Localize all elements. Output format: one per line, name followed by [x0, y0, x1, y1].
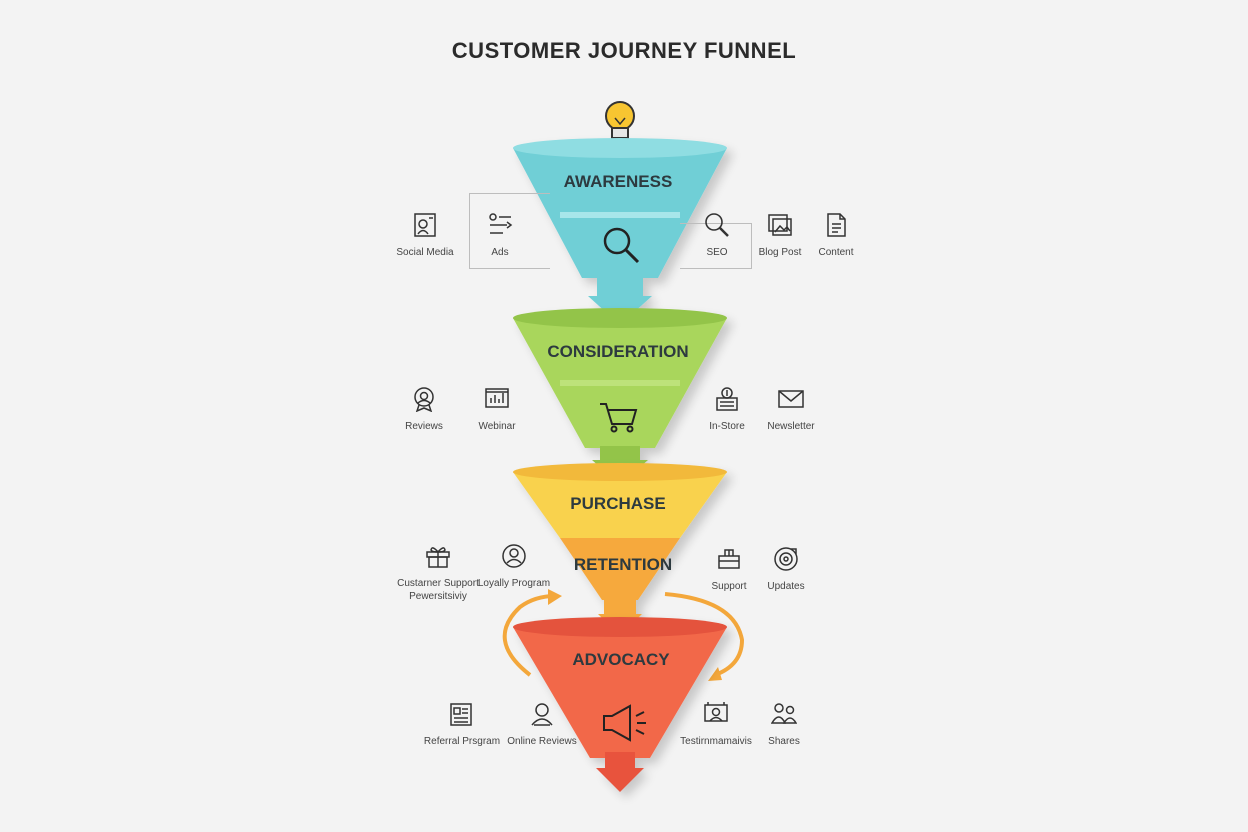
channel-label: Ads [491, 247, 509, 258]
channel-label: Shares [768, 736, 800, 747]
seo-bracket [680, 223, 752, 269]
channel-testimonials: Testirnmamaivis [661, 701, 771, 748]
channel-label: Reviews [405, 421, 443, 432]
channel-ads: Ads [445, 212, 555, 259]
target-icon [774, 547, 798, 571]
stage-advocacy-shape [513, 617, 727, 792]
channel-label: Loyally Program [477, 578, 551, 589]
stage-label-consideration: CONSIDERATION [547, 342, 689, 361]
channel-newsletter: Newsletter [736, 386, 846, 433]
stage-consideration-shape [513, 308, 727, 485]
channel-label: Referral Prsgram [423, 736, 501, 747]
channel-referral-program: Referral Prsgram [407, 701, 517, 748]
stage-label-awareness: AWARENESS [563, 172, 673, 191]
channel-label: Updates [767, 581, 805, 592]
channel-customer-support: Custarner Support Pewersitsiviy [383, 543, 493, 603]
channel-in-store: In-Store [672, 386, 782, 433]
page-title: CUSTOMER JOURNEY FUNNEL [451, 38, 797, 63]
blog-image-icon [768, 214, 792, 236]
stage-label-purchase: PURCHASE [570, 494, 666, 513]
channel-label: In-Store [709, 421, 745, 432]
channel-label-secondary: Pewersitsiviy [409, 591, 467, 602]
channel-reviews: Reviews [369, 386, 479, 433]
megaphone-icon [603, 704, 646, 742]
channel-shares: Shares [729, 701, 839, 748]
channel-label: Support [711, 581, 747, 592]
user-review-icon [531, 703, 553, 726]
stage-label-advocacy: ADVOCACY [572, 650, 670, 669]
shopping-cart-icon [600, 403, 638, 433]
gift-icon [426, 547, 450, 568]
channel-label: Social Media [396, 247, 454, 258]
channel-social-media: Social Media [370, 212, 480, 259]
channel-online-reviews: Online Reviews [487, 701, 597, 748]
referral-doc-icon [450, 703, 472, 726]
social-profile-icon [414, 213, 436, 237]
channel-label: Online Reviews [507, 736, 577, 747]
channel-blog-post: Blog Post [725, 212, 835, 259]
loop-arrows [502, 592, 745, 677]
channel-loyalty-program: Loyally Program [459, 543, 569, 590]
channel-seo: SEO [662, 212, 772, 259]
stage-label-retention: RETENTION [573, 555, 673, 574]
lightbulb-icon [605, 101, 635, 143]
people-share-icon [771, 703, 797, 724]
channel-label: Blog Post [758, 247, 802, 258]
testimonial-icon [704, 702, 728, 722]
channel-webinar: Webinar [442, 386, 552, 433]
channel-label: Newsletter [767, 421, 815, 432]
channel-label: Testirnmamaivis [680, 736, 752, 747]
envelope-icon [778, 390, 804, 408]
user-badge-icon [502, 544, 526, 568]
ads-sliders-icon [489, 213, 513, 234]
channel-label: Custarner Support [397, 578, 479, 589]
stage-purchase-shape [513, 463, 727, 636]
channel-updates: Updates [731, 546, 841, 593]
magnifier-icon [603, 227, 640, 264]
support-box-icon [718, 549, 740, 569]
search-icon [705, 213, 729, 237]
channel-label: SEO [706, 247, 728, 258]
store-register-icon [716, 387, 738, 411]
ads-bracket [469, 193, 550, 269]
badge-icon [414, 387, 434, 412]
document-icon [827, 213, 846, 237]
channel-support: Support [674, 546, 784, 593]
presentation-chart-icon [485, 388, 509, 408]
channel-label: Content [818, 247, 854, 258]
channel-content: Content [781, 212, 891, 259]
channel-label: Webinar [478, 421, 516, 432]
